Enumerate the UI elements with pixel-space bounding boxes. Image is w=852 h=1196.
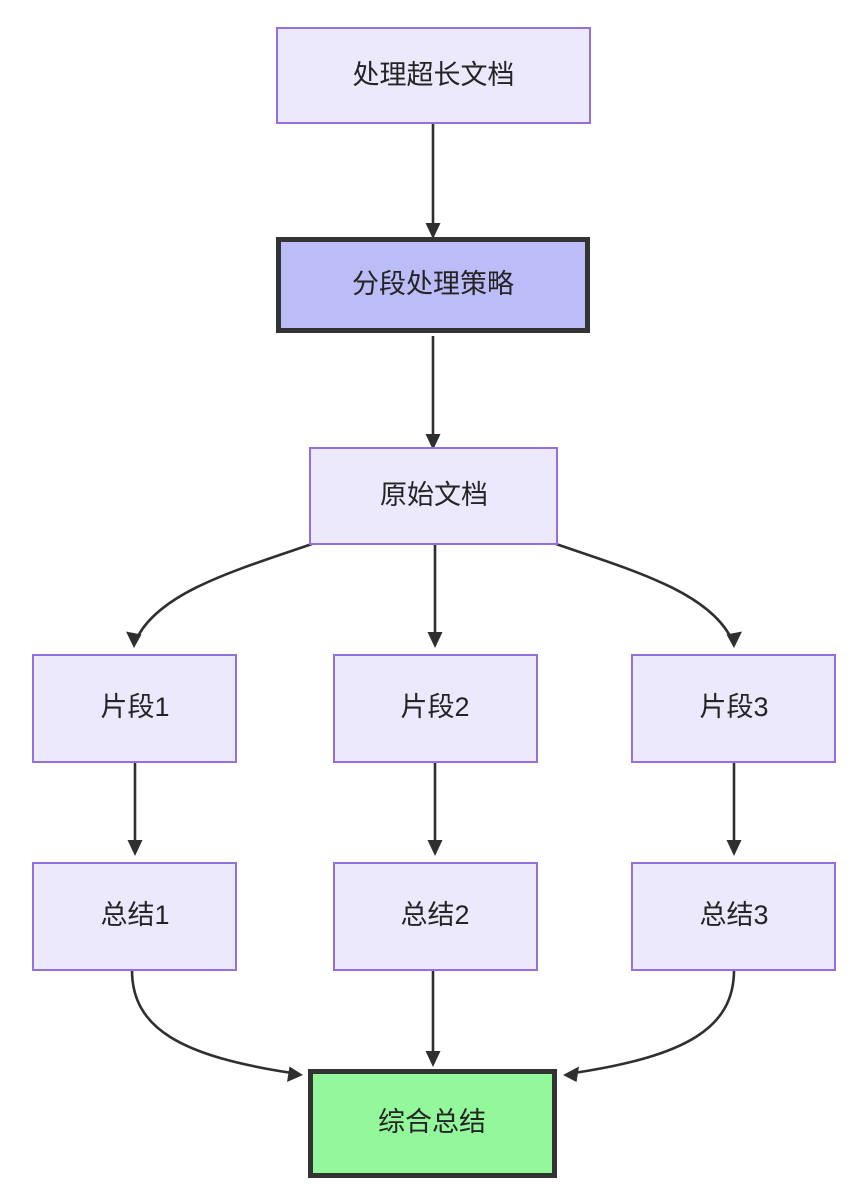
node-layer: 处理超长文档 分段处理策略 原始文档 片段1 片段2 片段3 [32, 27, 836, 1178]
node-label: 总结3 [699, 900, 768, 930]
node-label: 处理超长文档 [353, 60, 515, 90]
node-label: 分段处理策略 [352, 269, 514, 299]
node-box[interactable] [308, 1069, 557, 1178]
edge-line [555, 542, 733, 639]
node-label: 总结2 [400, 900, 469, 930]
node-label: 片段2 [400, 692, 469, 722]
edge-chunk3-to-summary3 [726, 762, 742, 856]
node-chunk-2[interactable]: 片段2 [333, 654, 538, 763]
arrowhead-icon [287, 1066, 303, 1082]
edge-line [130, 969, 293, 1075]
node-chunking-strategy[interactable]: 分段处理策略 [276, 237, 590, 333]
arrowhead-icon [726, 631, 742, 648]
node-label: 片段3 [699, 692, 768, 722]
node-box[interactable] [32, 654, 237, 763]
edge-line [135, 542, 313, 639]
edge-process-to-strategy [425, 123, 441, 239]
arrowhead-icon [427, 632, 443, 648]
edge-chunk1-to-summary1 [127, 762, 143, 856]
arrowhead-icon [425, 1051, 441, 1067]
arrowhead-icon [726, 840, 742, 856]
node-box[interactable] [333, 862, 538, 971]
arrowhead-icon [127, 840, 143, 856]
edge-summary2-to-final [425, 970, 441, 1067]
edge-source-to-chunk1 [126, 542, 313, 648]
edge-strategy-to-source [425, 336, 441, 450]
node-box[interactable] [333, 654, 538, 763]
node-chunk-3[interactable]: 片段3 [631, 654, 836, 763]
node-box[interactable] [309, 447, 558, 545]
node-box[interactable] [631, 654, 836, 763]
node-summary-2[interactable]: 总结2 [333, 862, 538, 971]
node-source-document[interactable]: 原始文档 [309, 447, 558, 545]
node-box[interactable] [32, 862, 237, 971]
node-box[interactable] [276, 27, 591, 124]
edge-source-to-chunk3 [555, 542, 742, 648]
arrowhead-icon [427, 840, 443, 856]
node-chunk-1[interactable]: 片段1 [32, 654, 237, 763]
node-final-summary[interactable]: 综合总结 [308, 1069, 557, 1178]
node-label: 片段1 [100, 692, 169, 722]
edge-line [573, 969, 736, 1075]
edge-layer [126, 123, 742, 1082]
edge-summary3-to-final [563, 969, 736, 1082]
edge-source-to-chunk2 [427, 544, 443, 648]
edge-chunk2-to-summary2 [427, 762, 443, 856]
node-label: 总结1 [100, 900, 169, 930]
node-summary-3[interactable]: 总结3 [631, 862, 836, 971]
node-label: 综合总结 [378, 1107, 486, 1137]
node-box[interactable] [631, 862, 836, 971]
edge-summary1-to-final [130, 969, 303, 1082]
node-box[interactable] [276, 237, 590, 333]
arrowhead-icon [126, 631, 142, 648]
node-summary-1[interactable]: 总结1 [32, 862, 237, 971]
node-label: 原始文档 [380, 480, 488, 510]
arrowhead-icon [563, 1066, 579, 1082]
arrowhead-icon [425, 434, 441, 450]
node-process-long-document[interactable]: 处理超长文档 [276, 27, 591, 124]
arrowhead-icon [425, 223, 441, 239]
